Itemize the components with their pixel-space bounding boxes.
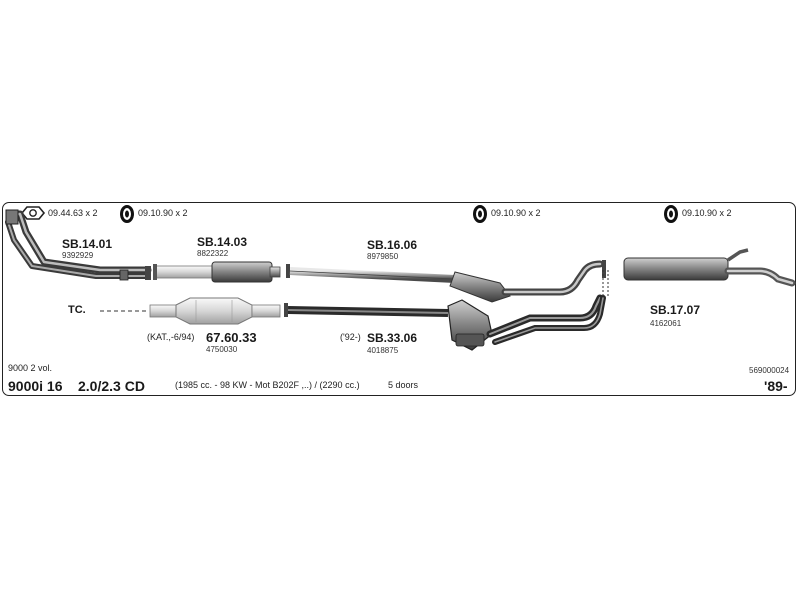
intermediate-muffler xyxy=(153,261,281,283)
part-note-sb3306: ('92-) xyxy=(340,332,361,342)
clamp-icon xyxy=(473,205,487,223)
clamp-label-3: 09.10.90 x 2 xyxy=(682,208,732,218)
vehicle-doors: 5 doors xyxy=(388,380,419,390)
front-pipe xyxy=(5,209,152,281)
part-number-sb1606: 8979850 xyxy=(367,252,399,261)
clamp-label-2: 09.10.90 x 2 xyxy=(491,208,541,218)
rear-muffler xyxy=(602,248,796,287)
part-code-sb1707: SB.17.07 xyxy=(650,303,701,317)
clamp-icon xyxy=(664,205,678,223)
catalyst-converter xyxy=(149,297,281,325)
clamp-label-gasket: 09.44.63 x 2 xyxy=(48,208,98,218)
diagram-reference: 569000024 xyxy=(749,366,790,375)
clamp-label-1: 09.10.90 x 2 xyxy=(138,208,188,218)
part-number-sb1403: 8822322 xyxy=(197,249,229,258)
part-code-sb3306: SB.33.06 xyxy=(367,331,418,345)
part-number-sb1707: 4162061 xyxy=(650,319,682,328)
vehicle-model: 9000i 16 xyxy=(8,378,63,394)
tc-label: TC. xyxy=(68,304,86,316)
part-number-sb3306: 4018875 xyxy=(367,346,399,355)
part-note-cat6760: (KAT.,-6/94) xyxy=(147,332,195,342)
part-code-sb1606: SB.16.06 xyxy=(367,238,418,252)
part-code-sb1401: SB.14.01 xyxy=(62,237,113,251)
part-number-sb1401: 9392929 xyxy=(62,251,94,260)
vehicle-year: '89- xyxy=(764,378,788,394)
diagram-frame xyxy=(2,202,796,396)
part-number-cat6760: 4750030 xyxy=(206,345,238,354)
part-code-cat6760: 67.60.33 xyxy=(206,330,257,345)
vehicle-specs: (1985 cc. - 98 KW - Mot B202F ,..) / (22… xyxy=(175,380,360,390)
lower-pipe-with-catalyst xyxy=(284,294,606,351)
vehicle-variant: 9000 2 vol. xyxy=(8,363,53,373)
vehicle-engine: 2.0/2.3 CD xyxy=(78,378,145,394)
part-code-sb1403: SB.14.03 xyxy=(197,235,248,249)
long-pipe-with-muffler xyxy=(286,260,604,303)
gasket-icon xyxy=(20,206,46,220)
clamp-icon xyxy=(120,205,134,223)
